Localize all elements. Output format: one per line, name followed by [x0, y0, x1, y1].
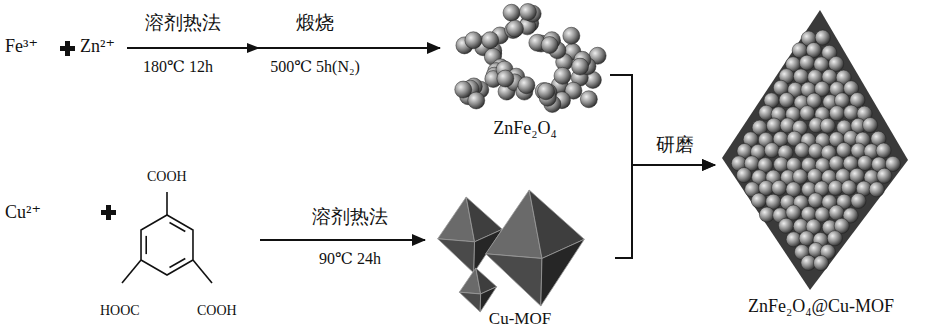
- mof-octahedra: [438, 190, 585, 312]
- nanoparticle-cluster: [455, 4, 606, 113]
- nanoparticle: [815, 30, 830, 45]
- nanoparticle: [563, 27, 580, 44]
- nanoparticle: [795, 143, 810, 158]
- nanoparticle: [468, 92, 485, 109]
- nanoparticle: [876, 143, 891, 158]
- node-text: Zn²⁺: [80, 36, 115, 57]
- nanoparticle: [793, 69, 808, 84]
- nanoparticle: [851, 193, 866, 208]
- node-text: ZnFe₂O₄: [493, 118, 557, 139]
- nanoparticle: [519, 4, 536, 21]
- nanoparticle: [497, 70, 514, 87]
- step-label: 500℃ 5h(N₂): [270, 58, 360, 76]
- nanoparticle: [736, 167, 751, 182]
- nanoparticle: [862, 117, 877, 132]
- reactant-pair: Fe³⁺ Zn²⁺: [5, 34, 127, 62]
- node-text: ZnFe₂O₄@Cu-MOF: [748, 296, 894, 317]
- node-text: Fe³⁺: [5, 36, 38, 57]
- nanoparticle: [799, 55, 814, 70]
- nanoparticle: [844, 105, 859, 120]
- reactant-pair: Cu²⁺ COOH HOOC COOH: [2, 165, 260, 325]
- substituent-bond: [122, 260, 141, 283]
- octahedron-face: [480, 287, 497, 312]
- mof-node: Cu-MOF: [425, 175, 615, 330]
- nanoparticle: [751, 193, 766, 208]
- nanoparticle: [813, 255, 828, 270]
- nanoparticle: [764, 143, 779, 158]
- node-text: COOH: [147, 169, 187, 185]
- composite-octahedron: [722, 10, 908, 290]
- nanoparticle: [786, 205, 801, 220]
- nanoparticle: [766, 118, 781, 133]
- node-text: Cu-MOF: [489, 309, 551, 329]
- node-text: COOH: [197, 303, 237, 319]
- nanoparticle: [857, 155, 872, 170]
- nanoparticle: [820, 118, 835, 133]
- benzene-ring: [122, 192, 212, 283]
- nanoparticle-node: ZnFe₂O₄: [440, 2, 610, 142]
- process-arrow: [615, 165, 715, 258]
- nanoparticle: [827, 231, 842, 246]
- nanoparticle: [808, 193, 823, 208]
- composite-node: ZnFe₂O₄@Cu-MOF: [715, 6, 927, 328]
- nanoparticle: [829, 205, 844, 220]
- step-label: 煅烧: [296, 12, 334, 34]
- nanoparticle: [541, 37, 558, 54]
- step-label: 90℃ 24h: [319, 250, 381, 268]
- nanoparticle: [518, 77, 535, 94]
- nanoparticle: [836, 142, 851, 157]
- octahedron-face: [541, 239, 585, 306]
- step-label: 溶剂热法: [312, 206, 388, 228]
- step-label: 研磨: [656, 134, 694, 156]
- step-label: 溶剂热法: [145, 12, 221, 34]
- nanoparticle: [506, 20, 523, 37]
- node-text: HOOC: [100, 303, 140, 319]
- nanoparticle: [877, 168, 892, 183]
- substituent-bond: [166, 192, 168, 215]
- nanoparticle: [841, 180, 856, 195]
- nanoparticle: [778, 218, 793, 233]
- process-arrow: [260, 239, 425, 241]
- nanoparticle: [554, 67, 571, 84]
- octahedron-face: [486, 254, 542, 306]
- nanoparticle: [572, 58, 589, 75]
- nanoparticle: [580, 91, 597, 108]
- nanoparticle: [482, 32, 499, 49]
- nanoparticle: [772, 180, 787, 195]
- step-label: 180℃ 12h: [143, 58, 213, 76]
- octahedron-core: [722, 10, 908, 290]
- double-bond: [145, 236, 147, 254]
- double-bond: [169, 222, 185, 231]
- nanoparticle: [759, 207, 774, 222]
- nanoparticle: [465, 32, 482, 49]
- ring-bond: [141, 215, 193, 275]
- nanoparticle: [538, 83, 555, 100]
- nanoparticle: [779, 92, 794, 107]
- nanoparticle: [828, 180, 843, 195]
- node-text: Cu²⁺: [5, 202, 41, 223]
- nanoparticle: [829, 106, 844, 121]
- octahedron-face: [459, 292, 480, 312]
- process-arrow: [610, 75, 715, 165]
- process-arrow: [127, 47, 440, 49]
- substituent-bond: [193, 260, 212, 283]
- nanoparticle: [869, 182, 884, 197]
- plus-sign: [60, 41, 116, 220]
- nanoparticle: [503, 4, 520, 21]
- double-bond: [169, 258, 185, 267]
- octahedron-face: [438, 239, 475, 273]
